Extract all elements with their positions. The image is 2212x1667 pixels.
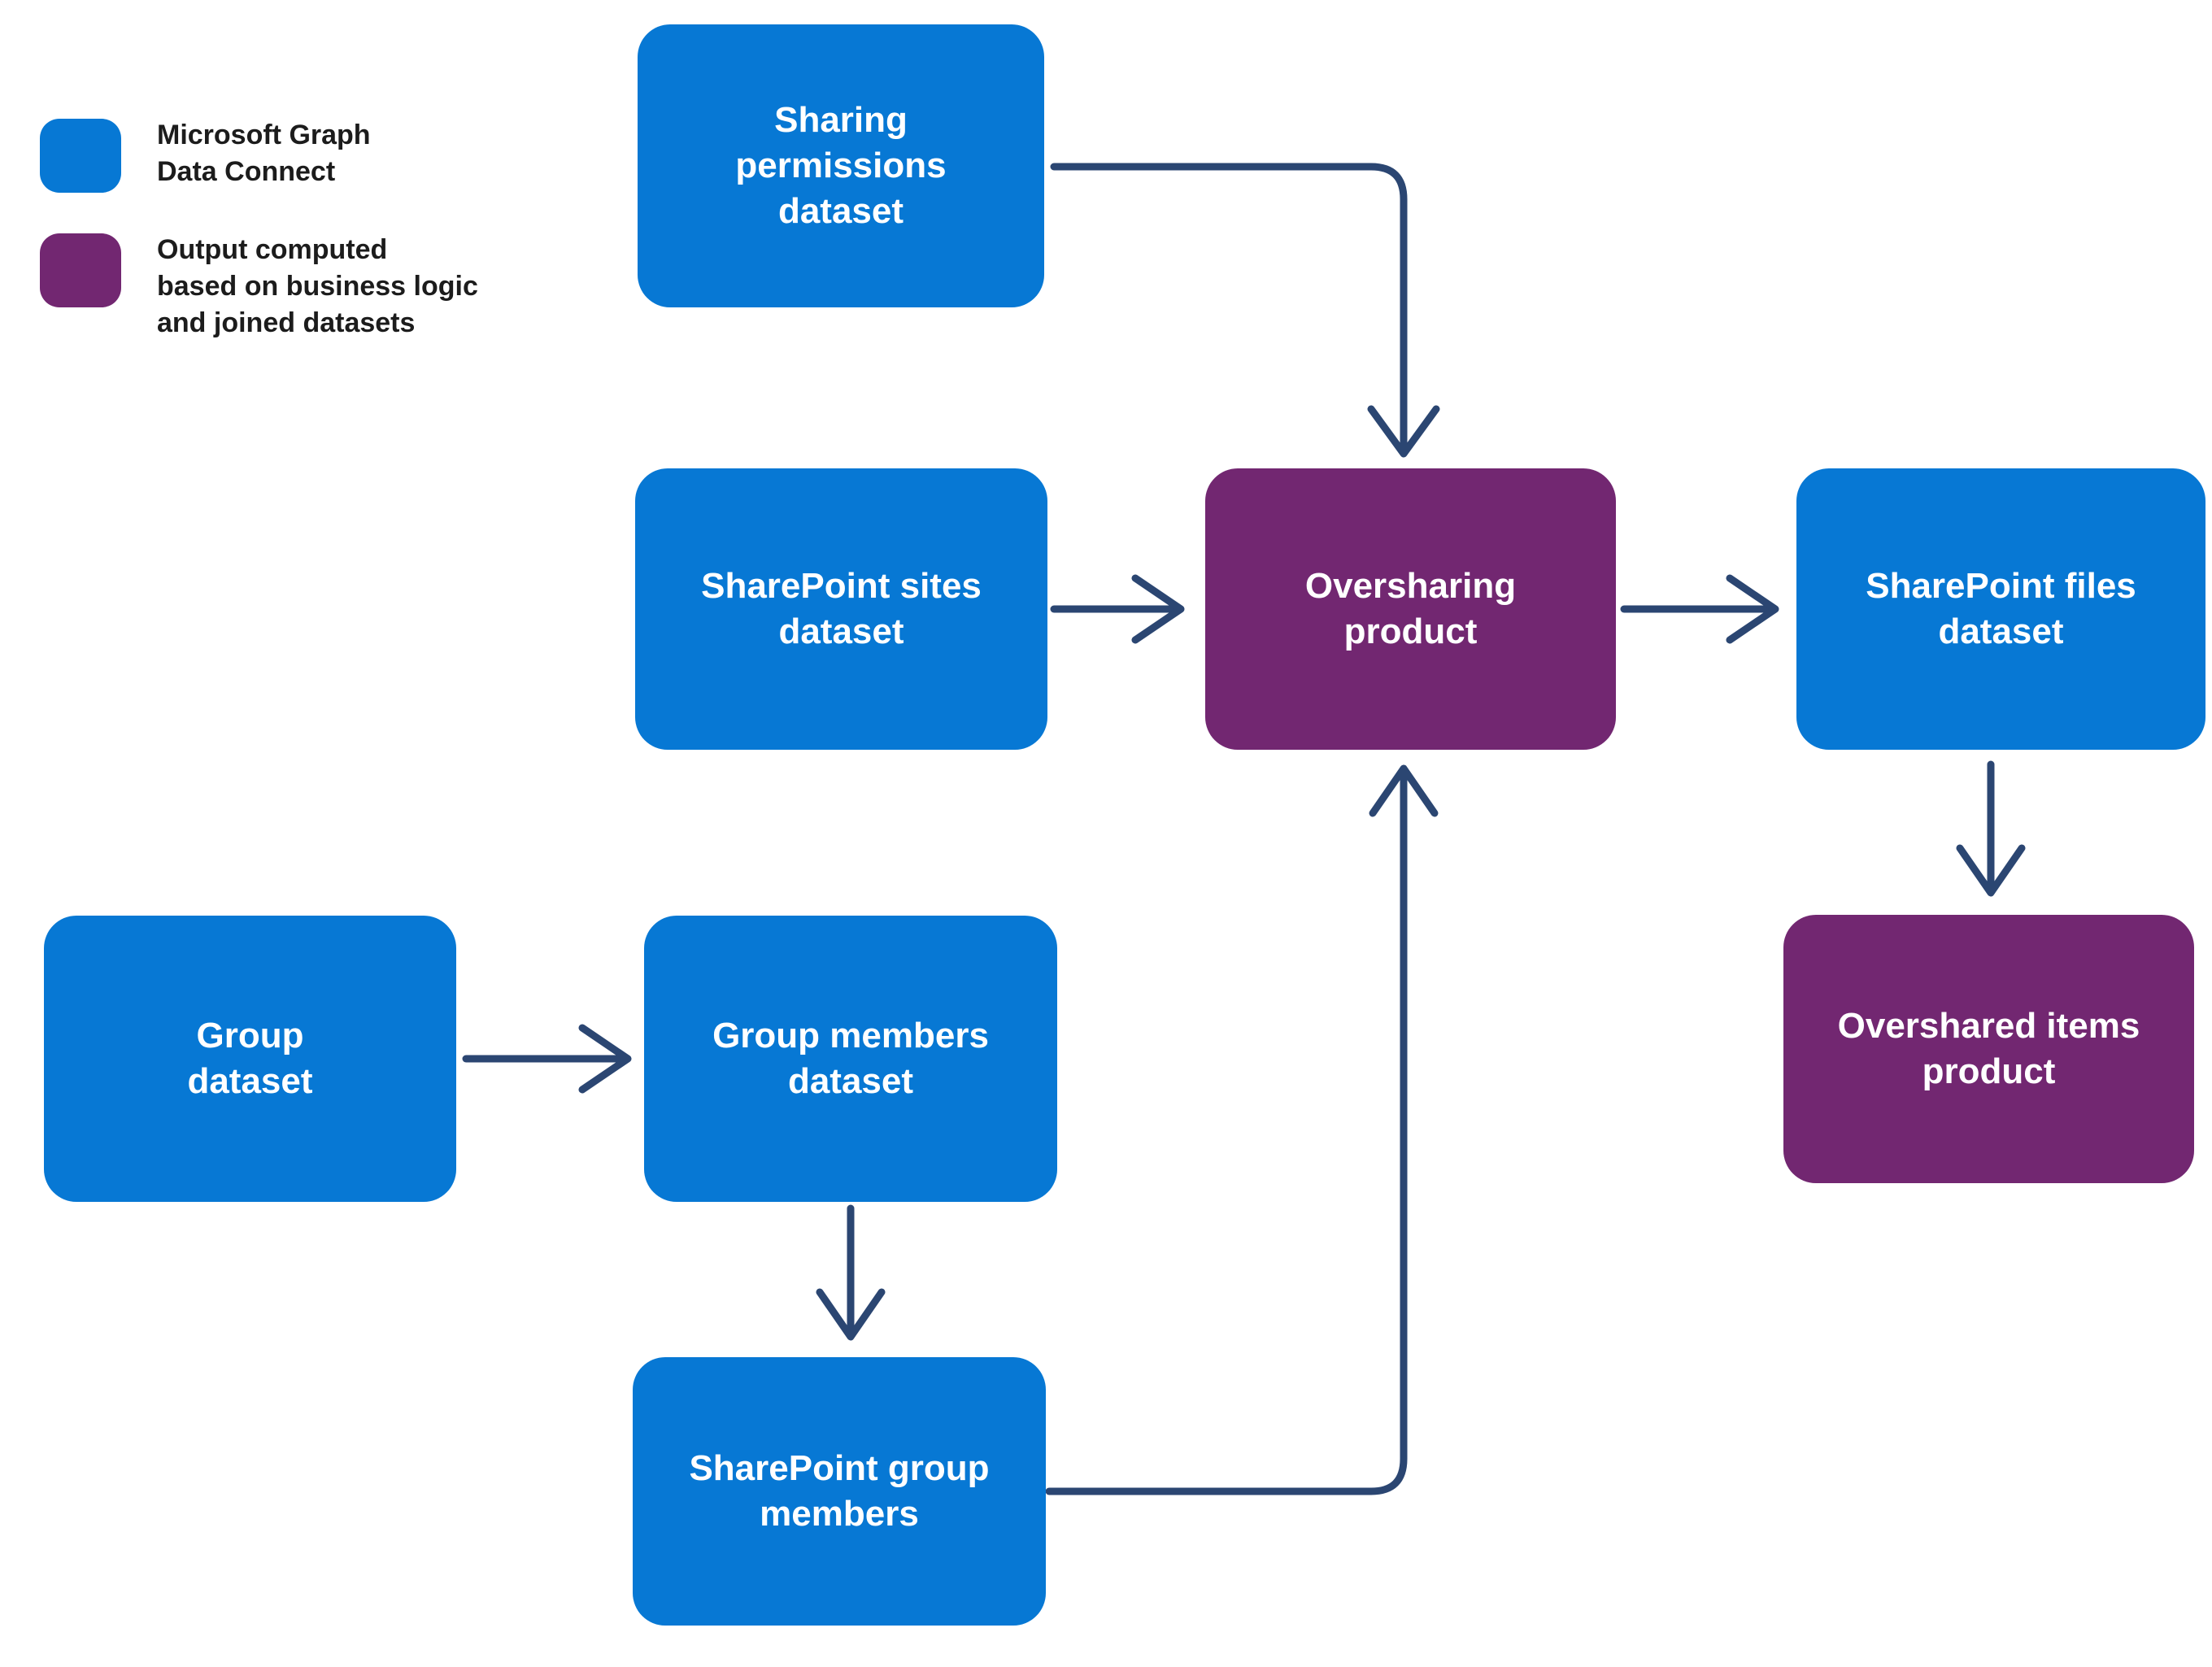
node-oversharing-product: Oversharing product — [1205, 468, 1616, 750]
legend-label: Output computed based on business logic … — [157, 234, 478, 338]
node-group-members-dataset: Group members dataset — [644, 916, 1057, 1202]
arrow-sharepoint-group-members-to-oversharing — [1045, 769, 1408, 1495]
arrowhead-right-oversharing-left-icon — [1131, 574, 1185, 644]
product-swatch-icon — [40, 233, 121, 307]
node-sharepoint-sites-dataset: SharePoint sites dataset — [635, 468, 1047, 750]
node-overshared-items-product: Overshared items product — [1783, 915, 2194, 1183]
node-sharepoint-group-members: SharePoint group members — [633, 1357, 1046, 1626]
arrow-sharing-permissions-to-oversharing — [1050, 163, 1408, 453]
legend-item-computed-output: Output computed based on business logic … — [40, 233, 478, 342]
node-sharing-permissions-dataset: Sharing permissions dataset — [638, 24, 1044, 307]
arrowhead-right-group-members-left-icon — [578, 1024, 632, 1094]
legend-item-mgdc: Microsoft Graph Data Connect — [40, 119, 371, 193]
arrowhead-up-oversharing-bottom-icon — [1369, 764, 1439, 817]
arrowhead-down-oversharing-top-icon — [1367, 405, 1440, 458]
node-group-dataset: Group dataset — [44, 916, 456, 1202]
arrowhead-down-overshared-items-top-icon — [1956, 844, 2026, 897]
node-sharepoint-files-dataset: SharePoint files dataset — [1796, 468, 2205, 750]
dataset-swatch-icon — [40, 119, 121, 193]
legend-label: Microsoft Graph Data Connect — [157, 120, 371, 187]
arrowhead-down-sharepoint-group-members-top-icon — [816, 1288, 886, 1341]
arrowhead-right-sharepoint-files-left-icon — [1726, 574, 1779, 644]
